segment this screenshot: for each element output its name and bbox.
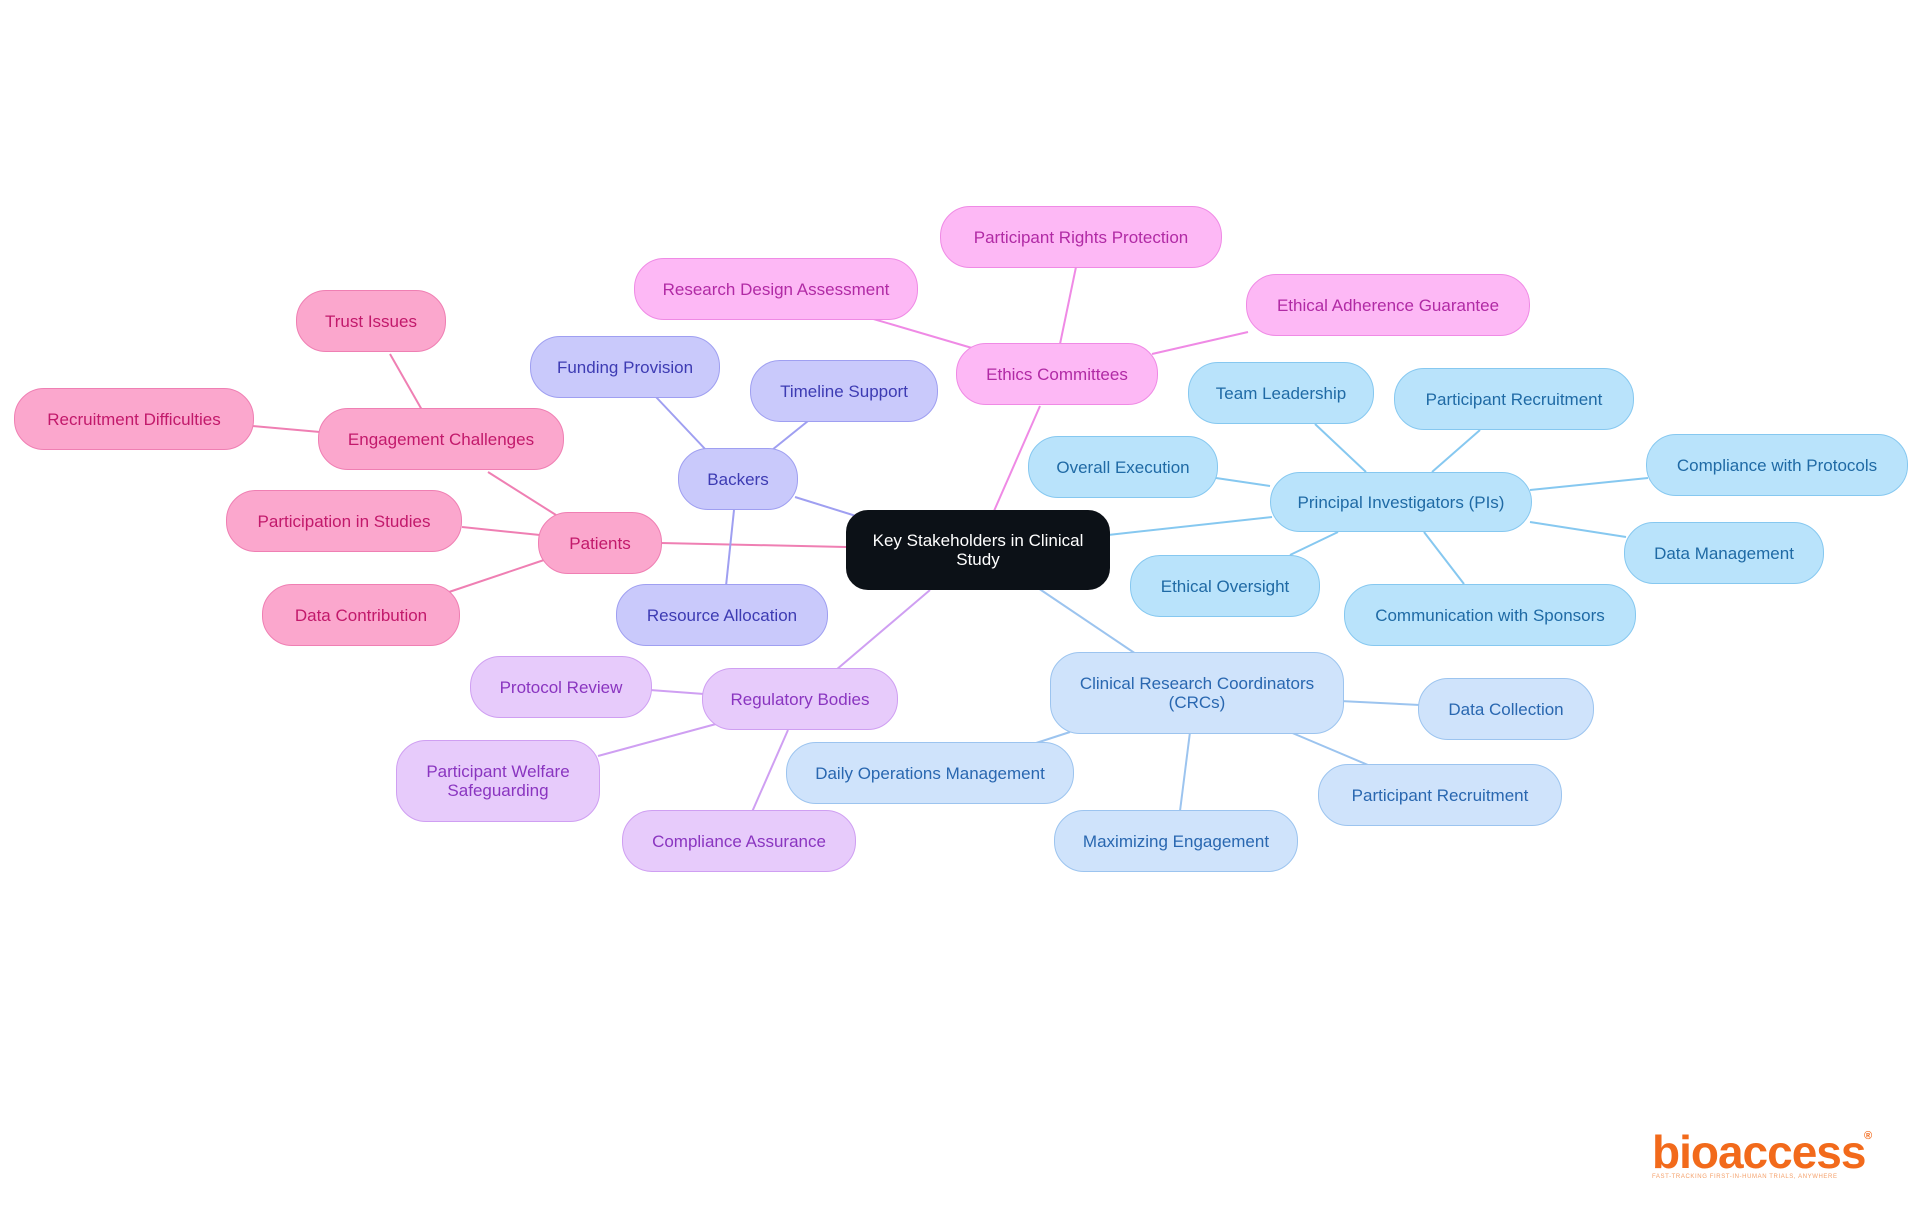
- branch-label: Regulatory Bodies: [730, 689, 870, 709]
- node-research-design-assessment[interactable]: Research Design Assessment: [634, 258, 918, 320]
- node-label: Maximizing Engagement: [1082, 831, 1270, 851]
- edge-pi-datamgmt: [1529, 521, 1627, 538]
- node-label: Ethical Oversight: [1160, 576, 1290, 596]
- node-participant-rights-protection[interactable]: Participant Rights Protection: [940, 206, 1222, 268]
- node-label: Timeline Support: [780, 381, 908, 401]
- edge-engagement-trust: [389, 353, 423, 411]
- edge-patients-engagement: [487, 471, 557, 516]
- branch-label: Patients: [569, 533, 631, 553]
- node-label: Research Design Assessment: [662, 279, 890, 299]
- edge-pi-team: [1314, 423, 1367, 473]
- bioaccess-logo: bioaccess ® FAST-TRACKING FIRST-IN-HUMAN…: [1652, 1126, 1872, 1180]
- node-team-leadership[interactable]: Team Leadership: [1188, 362, 1374, 424]
- edge-pi-overall: [1215, 477, 1271, 487]
- edge-center-regulatory: [835, 589, 931, 671]
- node-label: Participant Recruitment: [1351, 785, 1529, 805]
- node-participant-welfare-safeguarding[interactable]: Participant Welfare Safeguarding: [396, 740, 600, 822]
- center-label: Key Stakeholders in Clinical Study: [872, 531, 1084, 569]
- edge-center-pi: [1107, 516, 1273, 536]
- edge-reg-compliance: [751, 729, 789, 813]
- node-engagement-challenges[interactable]: Engagement Challenges: [318, 408, 564, 470]
- edge-pi-comm: [1423, 531, 1465, 585]
- node-label: Participant Rights Protection: [973, 227, 1189, 247]
- edge-backers-resource: [725, 509, 735, 587]
- edge-ethics-design: [869, 317, 973, 349]
- node-label: Participant Welfare Safeguarding: [426, 762, 570, 800]
- node-label: Trust Issues: [325, 311, 417, 331]
- edge-center-ethics: [993, 405, 1041, 512]
- node-timeline-support[interactable]: Timeline Support: [750, 360, 938, 422]
- node-crc-participant-recruitment[interactable]: Participant Recruitment: [1318, 764, 1562, 826]
- node-trust-issues[interactable]: Trust Issues: [296, 290, 446, 352]
- node-label: Resource Allocation: [646, 605, 798, 625]
- edge-patients-participation: [461, 526, 541, 536]
- node-overall-execution[interactable]: Overall Execution: [1028, 436, 1218, 498]
- node-daily-operations-management[interactable]: Daily Operations Management: [786, 742, 1074, 804]
- edge-pi-ethical: [1289, 531, 1339, 556]
- node-compliance-assurance[interactable]: Compliance Assurance: [622, 810, 856, 872]
- node-maximizing-engagement[interactable]: Maximizing Engagement: [1054, 810, 1298, 872]
- edge-backers-funding: [655, 396, 707, 451]
- edge-ethics-adherence: [1151, 331, 1249, 355]
- node-label: Ethical Adherence Guarantee: [1276, 295, 1500, 315]
- node-compliance-with-protocols[interactable]: Compliance with Protocols: [1646, 434, 1908, 496]
- branch-backers[interactable]: Backers: [678, 448, 798, 510]
- node-label: Data Management: [1654, 543, 1794, 563]
- edge-ethics-rights: [1059, 266, 1077, 345]
- node-label: Overall Execution: [1056, 457, 1190, 477]
- node-label: Compliance Assurance: [652, 831, 826, 851]
- edge-reg-protocol: [649, 689, 705, 695]
- node-data-management[interactable]: Data Management: [1624, 522, 1824, 584]
- branch-crcs[interactable]: Clinical Research Coordinators (CRCs): [1050, 652, 1344, 734]
- edge-backers-timeline: [771, 420, 809, 451]
- node-funding-provision[interactable]: Funding Provision: [530, 336, 720, 398]
- logo-registered-mark: ®: [1864, 1130, 1873, 1142]
- edge-crc-datacoll: [1339, 700, 1421, 706]
- edge-crc-engage: [1179, 731, 1191, 812]
- logo-wordmark: bioaccess: [1652, 1126, 1866, 1178]
- branch-label: Backers: [707, 469, 769, 489]
- node-label: Funding Provision: [556, 357, 694, 377]
- node-ethical-adherence-guarantee[interactable]: Ethical Adherence Guarantee: [1246, 274, 1530, 336]
- node-data-contribution[interactable]: Data Contribution: [262, 584, 460, 646]
- node-label: Engagement Challenges: [347, 429, 535, 449]
- node-ethical-oversight[interactable]: Ethical Oversight: [1130, 555, 1320, 617]
- node-data-collection[interactable]: Data Collection: [1418, 678, 1594, 740]
- branch-patients[interactable]: Patients: [538, 512, 662, 574]
- edge-center-backers: [794, 496, 857, 517]
- branch-principal-investigators[interactable]: Principal Investigators (PIs): [1270, 472, 1532, 532]
- node-protocol-review[interactable]: Protocol Review: [470, 656, 652, 718]
- center-node[interactable]: Key Stakeholders in Clinical Study: [846, 510, 1110, 590]
- branch-label: Principal Investigators (PIs): [1297, 492, 1505, 512]
- node-participation-in-studies[interactable]: Participation in Studies: [226, 490, 462, 552]
- node-label: Participant Recruitment: [1425, 389, 1603, 409]
- edge-pi-compliance: [1529, 477, 1649, 491]
- node-label: Team Leadership: [1215, 383, 1347, 403]
- node-label: Daily Operations Management: [815, 763, 1045, 783]
- edge-reg-welfare: [597, 723, 717, 757]
- node-label: Compliance with Protocols: [1676, 455, 1878, 475]
- node-communication-with-sponsors[interactable]: Communication with Sponsors: [1344, 584, 1636, 646]
- node-label: Participation in Studies: [257, 511, 431, 531]
- edge-center-patients: [660, 542, 847, 548]
- branch-ethics-committees[interactable]: Ethics Committees: [956, 343, 1158, 405]
- logo-tagline: FAST-TRACKING FIRST-IN-HUMAN TRIALS, ANY…: [1652, 1174, 1838, 1180]
- node-label: Communication with Sponsors: [1375, 605, 1605, 625]
- node-recruitment-difficulties[interactable]: Recruitment Difficulties: [14, 388, 254, 450]
- edge-pi-recruit: [1431, 429, 1481, 473]
- edge-engagement-recruit: [251, 425, 321, 433]
- edge-patients-datacontrib: [445, 559, 545, 594]
- edge-center-crc: [1037, 587, 1137, 655]
- branch-label: Ethics Committees: [986, 364, 1128, 384]
- node-pi-participant-recruitment[interactable]: Participant Recruitment: [1394, 368, 1634, 430]
- edge-crc-recruit: [1289, 731, 1369, 766]
- node-label: Recruitment Difficulties: [47, 409, 221, 429]
- node-label: Data Contribution: [294, 605, 428, 625]
- branch-regulatory-bodies[interactable]: Regulatory Bodies: [702, 668, 898, 730]
- node-label: Protocol Review: [499, 677, 623, 697]
- node-label: Data Collection: [1448, 699, 1564, 719]
- branch-label: Clinical Research Coordinators (CRCs): [1079, 674, 1315, 712]
- node-resource-allocation[interactable]: Resource Allocation: [616, 584, 828, 646]
